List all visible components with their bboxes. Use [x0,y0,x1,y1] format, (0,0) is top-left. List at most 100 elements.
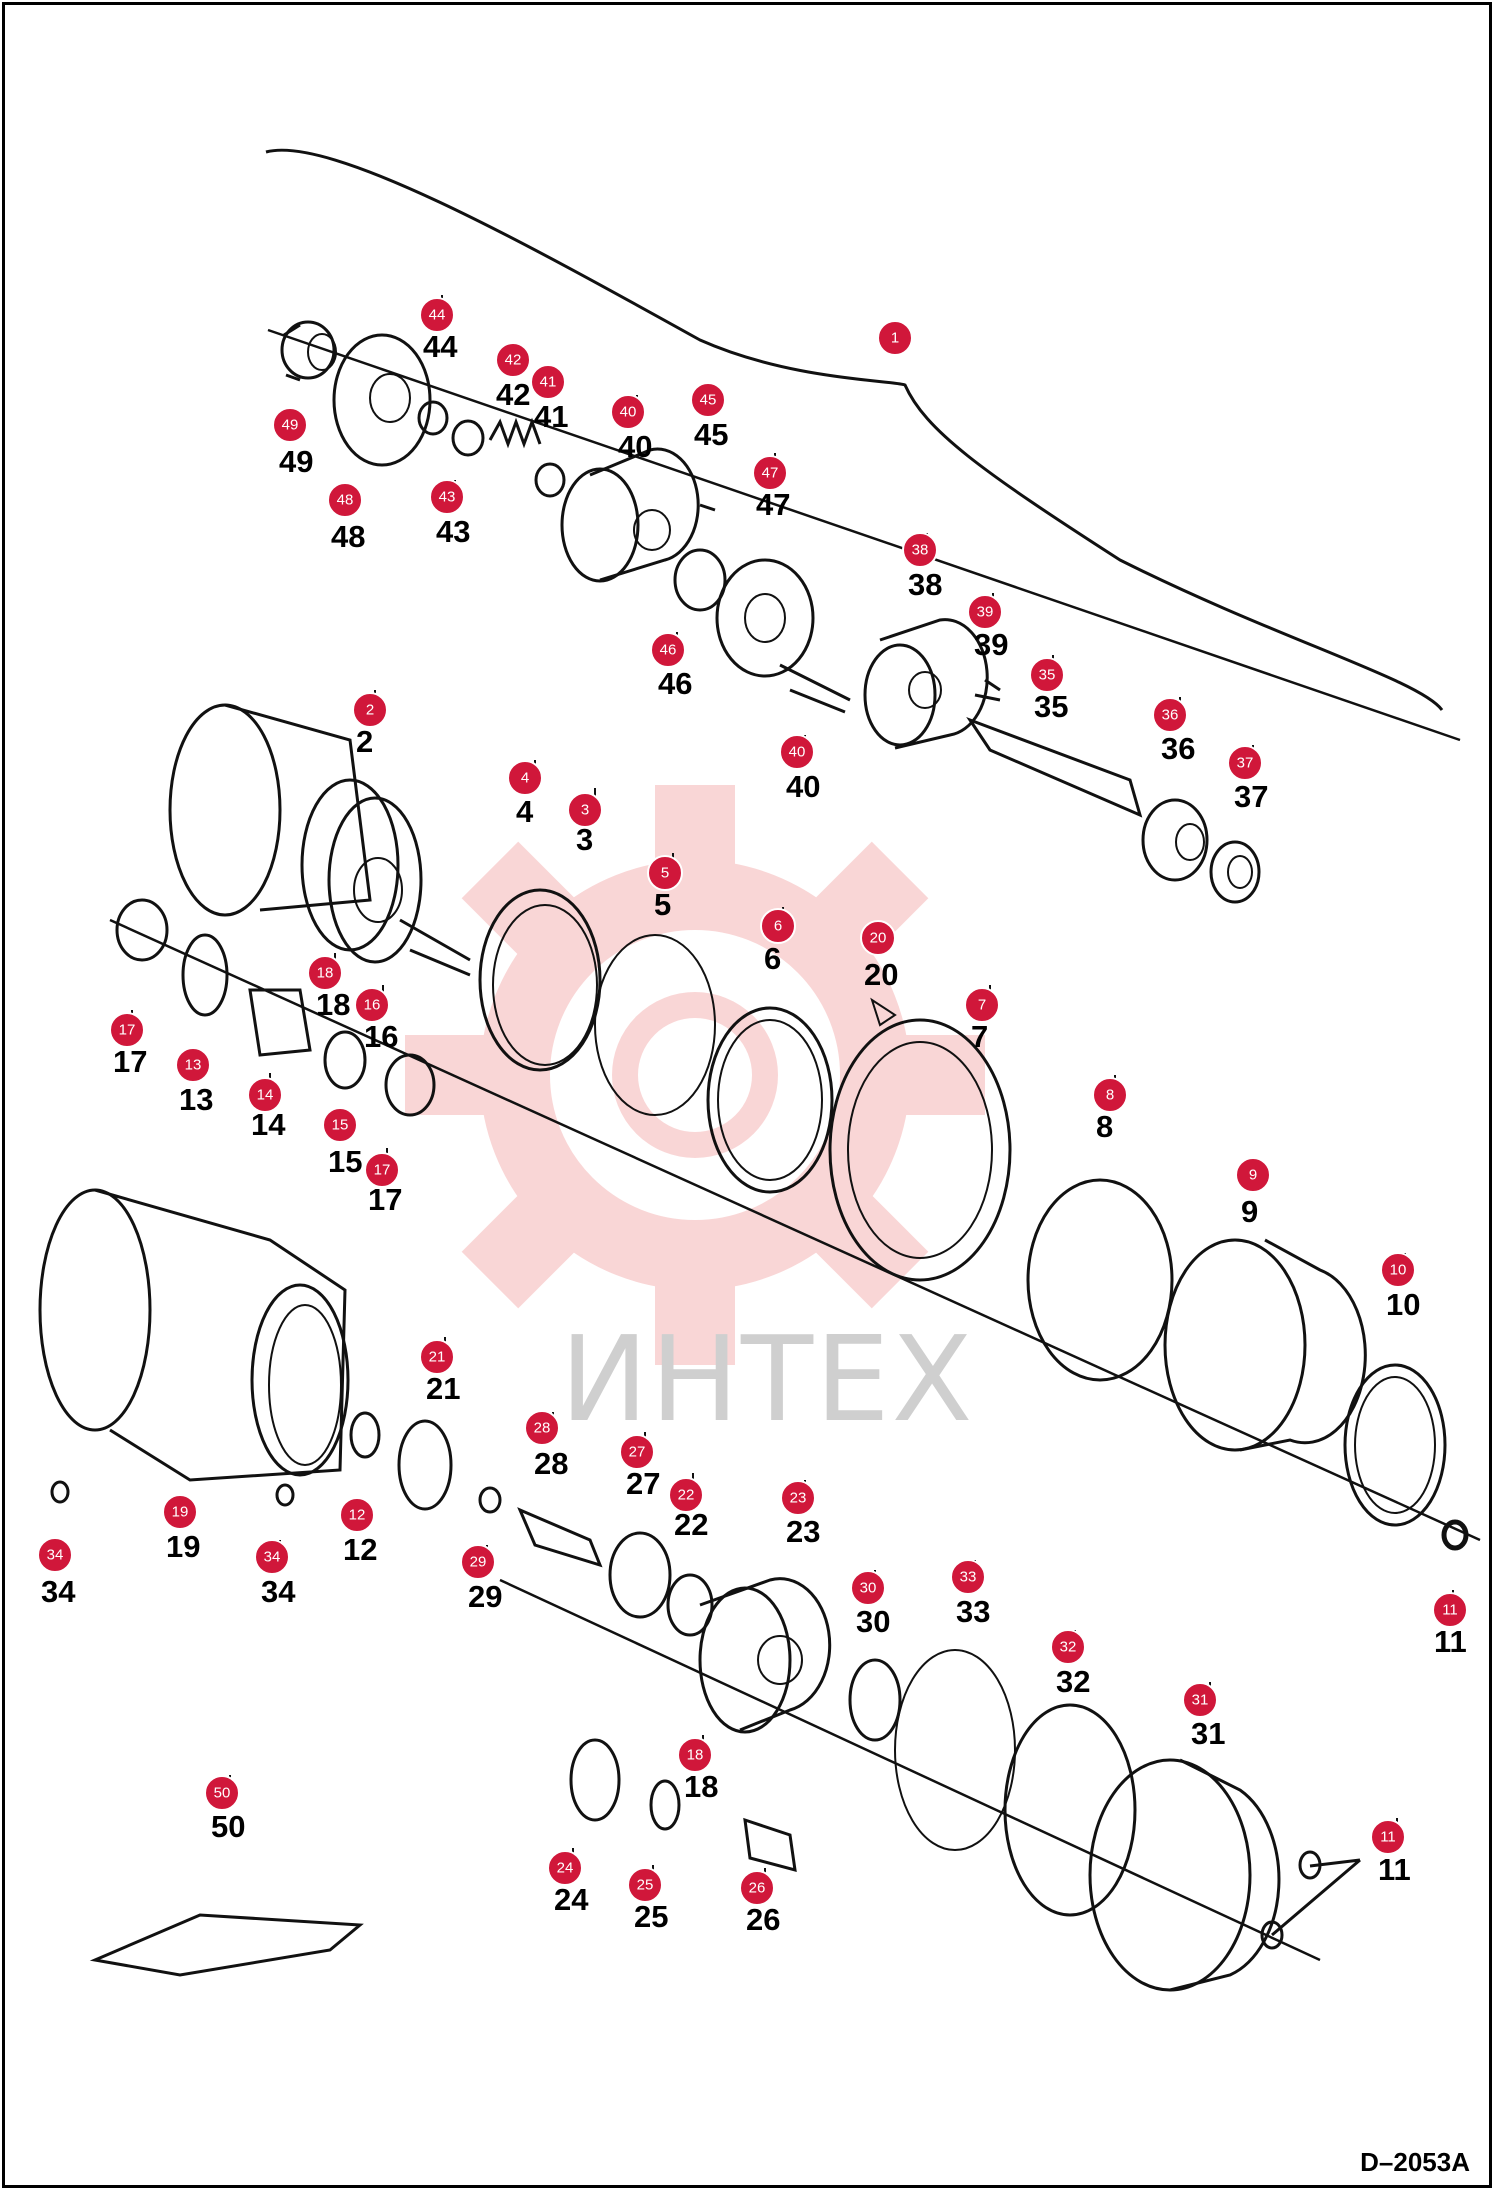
badge-2[interactable]: 2 [352,692,388,728]
badge-circle-40 [610,394,646,430]
badge-32[interactable]: 32 [1050,1629,1086,1665]
badge-40[interactable]: 40 [779,734,815,770]
badge-circle-9 [1235,1157,1271,1193]
badge-23[interactable]: 23 [780,1480,816,1516]
badge-circle-23 [780,1480,816,1516]
badge-18[interactable]: 18 [677,1737,713,1773]
badge-11[interactable]: 11 [1432,1592,1468,1628]
badge-43[interactable]: 43 [429,479,465,515]
badge-14[interactable]: 14 [247,1077,283,1113]
badge-6[interactable]: 6 [760,908,796,944]
badge-34[interactable]: 34 [37,1537,73,1573]
part-label-40: 40 [786,769,820,804]
badge-text-39: 39 [977,604,994,621]
badge-38[interactable]: 38 [902,532,938,568]
badge-48[interactable]: 48 [327,482,363,518]
badge-42[interactable]: 42 [495,342,531,378]
badge-36[interactable]: 36 [1152,697,1188,733]
badge-50[interactable]: 50 [204,1775,240,1811]
badge-22[interactable]: 22 [668,1477,704,1513]
badge-circle-26 [739,1870,775,1906]
part-label-5: 5 [654,887,671,922]
part-label-2: 2 [356,724,373,759]
badge-19[interactable]: 19 [162,1494,198,1530]
badge-34[interactable]: 34 [254,1539,290,1575]
badge-circle-50 [204,1775,240,1811]
assembly-brace [265,148,1444,711]
badge-8[interactable]: 8 [1092,1077,1128,1113]
badge-16[interactable]: 16 [354,987,390,1023]
badge-17[interactable]: 17 [109,1012,145,1048]
badge-text-7: 7 [978,997,986,1014]
badge-text-4: 4 [521,770,529,787]
badge-12[interactable]: 12 [339,1497,375,1533]
badge-text-6: 6 [774,918,782,935]
part-label-4: 4 [516,794,534,829]
badge-circle-45 [690,382,726,418]
badge-49[interactable]: 49 [272,407,308,443]
badge-13[interactable]: 13 [175,1047,211,1083]
badge-46[interactable]: 46 [650,632,686,668]
badge-circle-43 [429,479,465,515]
badge-47[interactable]: 47 [752,455,788,491]
badge-text-44: 44 [429,307,446,324]
badge-text-11: 11 [1380,1829,1396,1846]
badge-7[interactable]: 7 [964,987,1000,1023]
badge-4[interactable]: 4 [507,760,543,796]
badge-35[interactable]: 35 [1029,657,1065,693]
badge-5[interactable]: 5 [647,855,683,891]
badge-21[interactable]: 21 [419,1339,455,1375]
badge-text-17: 17 [119,1022,136,1039]
part-label-39: 39 [974,627,1008,662]
badge-31[interactable]: 31 [1182,1682,1218,1718]
part-label-15: 15 [328,1144,362,1179]
badge-37[interactable]: 37 [1227,745,1263,781]
badge-44[interactable]: 44 [419,297,455,333]
badge-1[interactable]: 1 [877,320,913,356]
part-label-33: 33 [956,1594,990,1629]
badge-20[interactable]: 20 [860,920,896,956]
badge-33[interactable]: 33 [950,1559,986,1595]
badge-circle-46 [650,632,686,668]
middle-housing-parts [115,703,1469,1551]
badge-10[interactable]: 10 [1380,1252,1416,1288]
badge-11[interactable]: 11 [1370,1819,1406,1855]
badge-17[interactable]: 17 [364,1152,400,1188]
badge-circle-21 [419,1339,455,1375]
badge-circle-17 [109,1012,145,1048]
badge-text-18: 18 [687,1747,704,1764]
badge-27[interactable]: 27 [619,1434,655,1470]
badge-15[interactable]: 15 [322,1107,358,1143]
badge-28[interactable]: 28 [524,1410,560,1446]
badge-41[interactable]: 41 [530,364,566,400]
part-label-9: 9 [1241,1194,1258,1229]
badge-18[interactable]: 18 [307,955,343,991]
part-label-7: 7 [971,1019,988,1054]
badge-text-18: 18 [317,965,334,982]
part-label-32: 32 [1056,1664,1090,1699]
badge-45[interactable]: 45 [690,382,726,418]
part-label-16: 16 [364,1019,398,1054]
badge-39[interactable]: 39 [967,594,1003,630]
badge-circle-31 [1182,1682,1218,1718]
badge-3[interactable]: 3 [567,792,603,828]
badge-text-12: 12 [349,1507,366,1524]
badge-25[interactable]: 25 [627,1867,663,1903]
badge-text-26: 26 [749,1880,766,1897]
badge-30[interactable]: 30 [850,1570,886,1606]
part-label-30: 30 [856,1604,890,1639]
badge-29[interactable]: 29 [460,1544,496,1580]
badge-24[interactable]: 24 [547,1850,583,1886]
part-label-14: 14 [251,1107,286,1142]
badge-text-24: 24 [557,1860,574,1877]
badge-circle-42 [495,342,531,378]
badge-text-9: 9 [1249,1167,1257,1184]
badge-26[interactable]: 26 [739,1870,775,1906]
badge-circle-39 [967,594,1003,630]
badge-circle-7 [964,987,1000,1023]
badge-text-28: 28 [534,1420,551,1437]
badge-text-16: 16 [364,997,381,1014]
badge-40[interactable]: 40 [610,394,646,430]
badge-9[interactable]: 9 [1235,1157,1271,1193]
part-label-26: 26 [746,1902,780,1937]
